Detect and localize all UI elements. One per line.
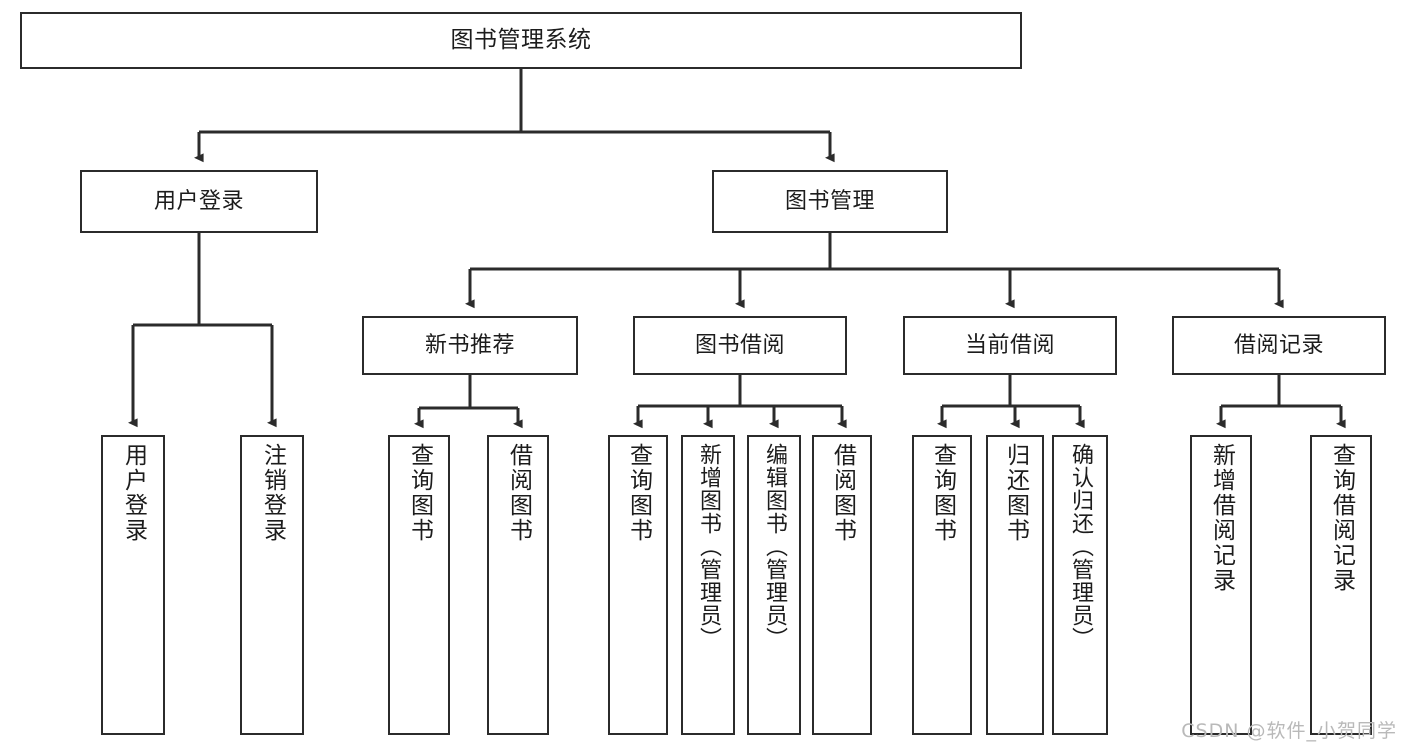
leaf-return-book-label: 归还图书: [1002, 443, 1029, 543]
leaf-confirm-return-admin[interactable]: 确认归还（管理员）: [1052, 435, 1108, 735]
leaf-borrow-book-recommend-label: 借阅图书: [505, 443, 532, 543]
node-user-login-label: 用户登录: [153, 188, 244, 214]
node-root[interactable]: 图书管理系统: [20, 12, 1022, 69]
csdn-watermark: CSDN @软件_小贺同学: [1181, 720, 1397, 742]
leaf-query-book-recommend[interactable]: 查询图书: [388, 435, 450, 735]
leaf-return-book[interactable]: 归还图书: [986, 435, 1044, 735]
leaf-borrow-book-borrow[interactable]: 借阅图书: [812, 435, 872, 735]
leaf-user-login[interactable]: 用户登录: [101, 435, 165, 735]
leaf-query-book-borrow-label: 查询图书: [625, 443, 652, 543]
leaf-query-borrow-record-label: 查询借阅记录: [1328, 443, 1355, 593]
leaf-logout-login[interactable]: 注销登录: [240, 435, 304, 735]
leaf-borrow-book-recommend[interactable]: 借阅图书: [487, 435, 549, 735]
node-book-borrow[interactable]: 图书借阅: [633, 316, 847, 375]
leaf-add-borrow-record[interactable]: 新增借阅记录: [1190, 435, 1252, 735]
node-new-book-recommend[interactable]: 新书推荐: [362, 316, 578, 375]
leaf-query-book-recommend-label: 查询图书: [406, 443, 433, 543]
leaf-query-book-current[interactable]: 查询图书: [912, 435, 972, 735]
node-book-manage-label: 图书管理: [784, 188, 875, 214]
node-borrow-record[interactable]: 借阅记录: [1172, 316, 1386, 375]
node-new-book-recommend-label: 新书推荐: [424, 332, 515, 358]
node-borrow-record-label: 借阅记录: [1233, 332, 1324, 358]
leaf-logout-login-label: 注销登录: [259, 443, 286, 543]
leaf-edit-book-admin[interactable]: 编辑图书（管理员）: [747, 435, 801, 735]
leaf-query-book-borrow[interactable]: 查询图书: [608, 435, 668, 735]
leaf-confirm-return-admin-label: 确认归还（管理员）: [1068, 443, 1093, 650]
leaf-add-borrow-record-label: 新增借阅记录: [1208, 443, 1235, 593]
leaf-query-borrow-record[interactable]: 查询借阅记录: [1310, 435, 1372, 735]
node-book-manage[interactable]: 图书管理: [712, 170, 948, 233]
leaf-edit-book-admin-label: 编辑图书（管理员）: [762, 443, 787, 650]
leaf-borrow-book-borrow-label: 借阅图书: [829, 443, 856, 543]
leaf-add-book-admin-label: 新增图书（管理员）: [696, 443, 721, 650]
node-current-borrow-label: 当前借阅: [964, 332, 1055, 358]
node-user-login[interactable]: 用户登录: [80, 170, 318, 233]
leaf-query-book-current-label: 查询图书: [929, 443, 956, 543]
node-book-borrow-label: 图书借阅: [694, 332, 785, 358]
leaf-add-book-admin[interactable]: 新增图书（管理员）: [681, 435, 735, 735]
leaf-user-login-label: 用户登录: [120, 443, 147, 543]
node-current-borrow[interactable]: 当前借阅: [903, 316, 1117, 375]
node-root-label: 图书管理系统: [450, 26, 592, 53]
